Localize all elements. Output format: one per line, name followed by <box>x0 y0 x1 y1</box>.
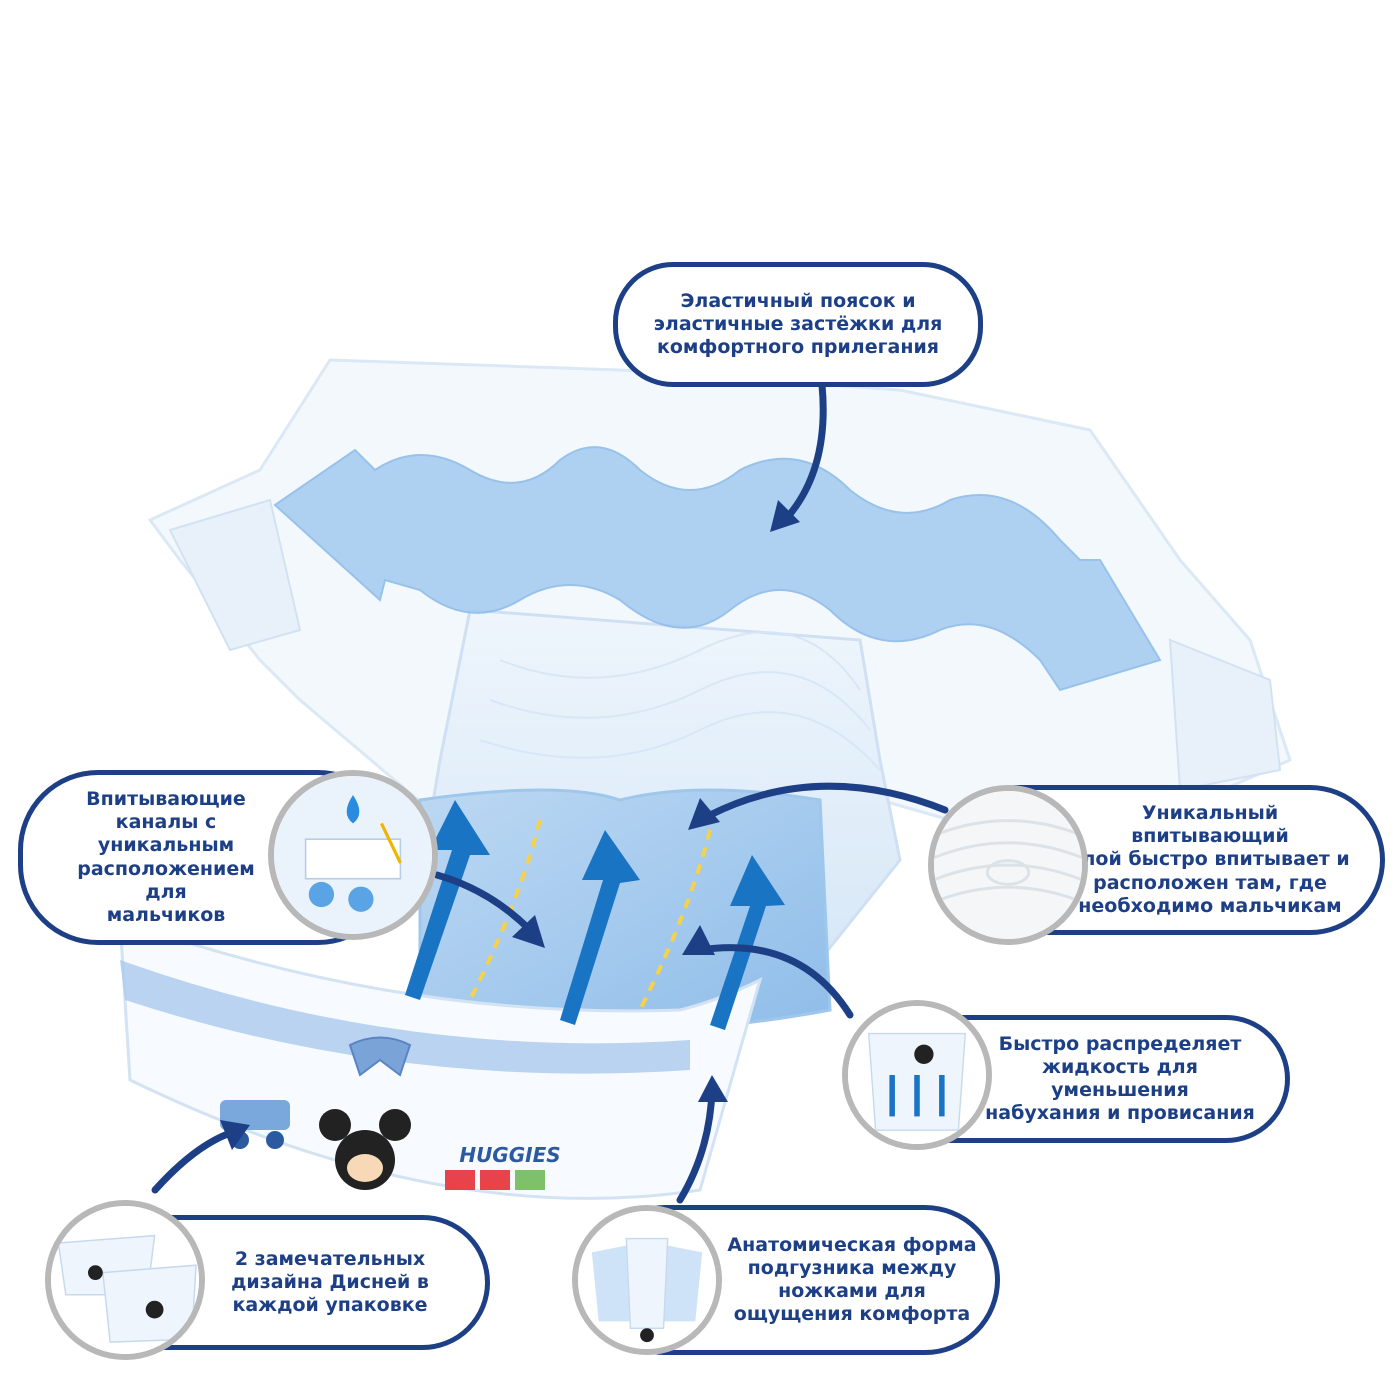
brand-logo: HUGGIES <box>459 1143 560 1167</box>
callout-waistband: Эластичный поясок и эластичные застёжки … <box>613 262 983 387</box>
callout-layer-text: Уникальный впитывающий слой быстро впиты… <box>1070 802 1350 917</box>
thumb-channels <box>268 770 438 940</box>
callout-anatomic-text: Анатомическая форма подгузника между нож… <box>727 1233 977 1326</box>
thumb-designs <box>45 1200 205 1360</box>
thumb-layer <box>928 785 1088 945</box>
up-arrow-icon <box>405 800 490 1000</box>
flow-arrows <box>405 800 785 1030</box>
thumb-anatomic <box>572 1205 722 1355</box>
callout-designs-text: 2 замечательных дизайна Дисней в каждой … <box>231 1247 429 1317</box>
absorbent-channels <box>418 788 832 1032</box>
callout-distribute-text: Быстро распределяет жидкость для уменьше… <box>985 1032 1255 1125</box>
callout-channels-text: Впитывающие каналы с уникальным располож… <box>77 787 255 926</box>
up-arrow-icon <box>710 855 785 1030</box>
thumb-distribute <box>842 1000 992 1150</box>
waistband-arrow-icon <box>273 446 1162 692</box>
callout-waistband-text: Эластичный поясок и эластичные застёжки … <box>653 289 943 359</box>
up-arrow-icon <box>560 830 640 1025</box>
